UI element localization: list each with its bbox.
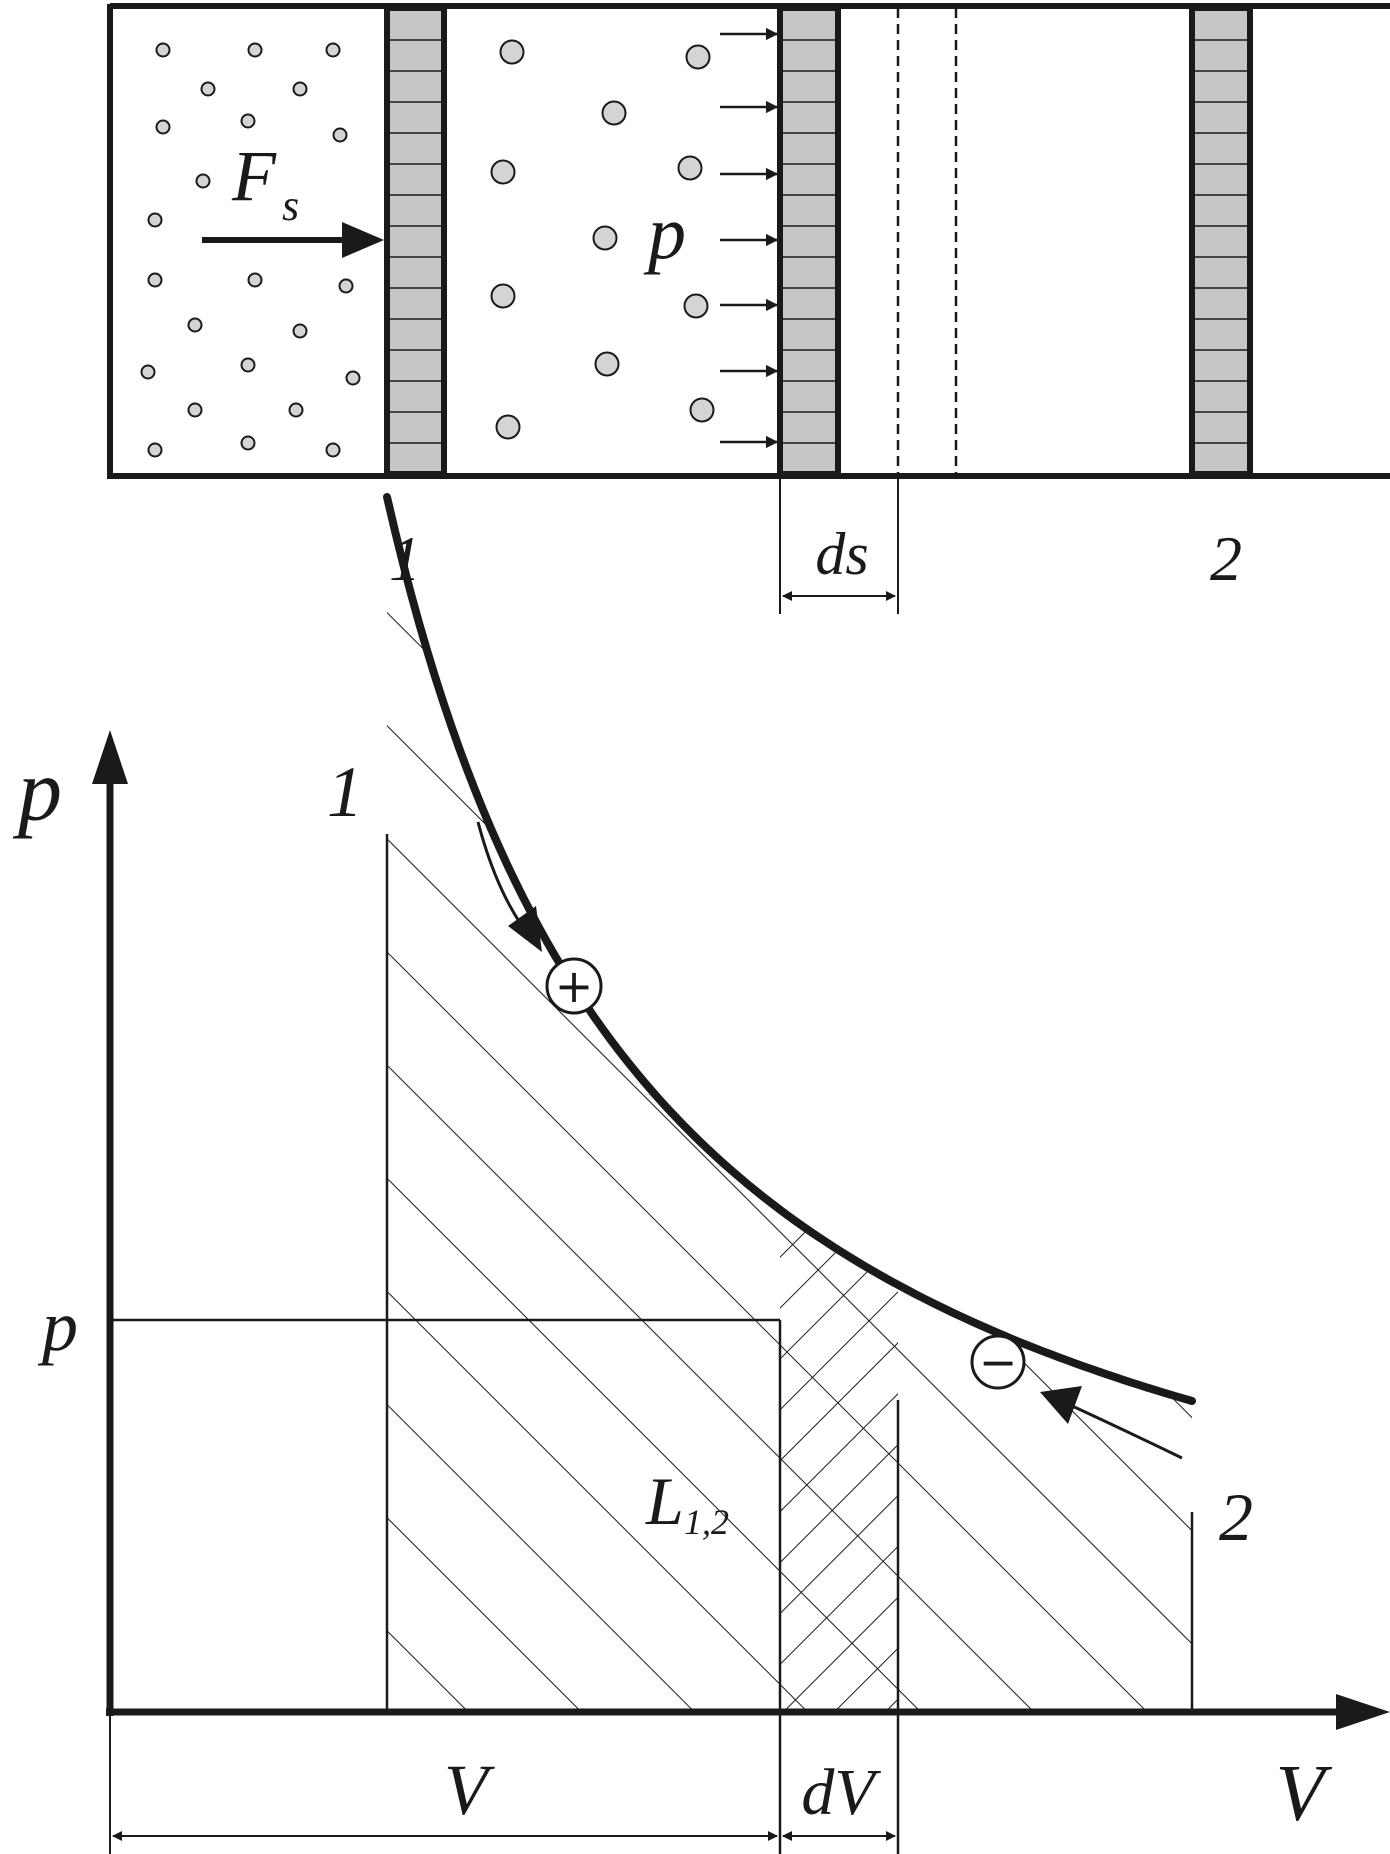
gas-particles (140, 39, 715, 458)
x-axis-arrowhead (1336, 1694, 1390, 1730)
state-2-label: 2 (1219, 1479, 1253, 1555)
state-1-label: 1 (327, 752, 363, 832)
gas-particle (288, 402, 304, 418)
gas-particle (490, 283, 516, 309)
dv-strip-cross-hatch (780, 1209, 898, 1712)
expansion-arrowhead (508, 906, 542, 952)
y-axis-label: p (12, 743, 62, 840)
gas-particle (338, 278, 354, 294)
volume-label: V (444, 1750, 495, 1830)
gas-particle (292, 323, 308, 339)
compression-direction-arrow (1069, 1403, 1183, 1460)
gas-particle (240, 113, 256, 129)
gas-particle (292, 81, 308, 97)
gas-particle (685, 44, 711, 70)
piston-2 (777, 5, 841, 477)
gas-particle (325, 442, 341, 458)
gas-particle (240, 435, 256, 451)
work-area-hatch (387, 497, 1192, 1712)
force-arrowhead (342, 222, 384, 258)
gas-particle (495, 414, 521, 440)
piston-1 (384, 5, 447, 477)
svg-text:+: + (555, 959, 594, 1013)
gas-particle (594, 351, 620, 377)
pressure-arrows (720, 27, 779, 449)
process-curve (383, 493, 1196, 1405)
gas-particle (592, 225, 618, 251)
gas-particle (247, 42, 263, 58)
gas-particle (499, 39, 525, 65)
x-axis-label: V (1276, 1750, 1333, 1838)
gas-particle (155, 42, 171, 58)
dv-label: dV (801, 1756, 881, 1829)
compression-arrowhead (1040, 1386, 1082, 1424)
gas-particle (325, 42, 341, 58)
gas-particle (490, 159, 516, 185)
force-label: F (231, 136, 277, 216)
gas-particle (195, 173, 211, 189)
svg-text:−: − (979, 1335, 1018, 1389)
gas-particle (140, 364, 156, 380)
gas-particle (683, 293, 709, 319)
gas-particle (247, 272, 263, 288)
piston-3 (1189, 5, 1253, 477)
compression-sign-icon: − (970, 1334, 1026, 1390)
pressure-label: p (643, 191, 686, 275)
pressure-level-label: p (37, 1286, 78, 1366)
gas-particle (155, 119, 171, 135)
gas-particle (200, 81, 216, 97)
gas-particle (345, 370, 361, 386)
cylinder-schematic: F s p 1 2 ds (107, 3, 1390, 614)
gas-particle (187, 402, 203, 418)
y-axis-arrowhead (92, 730, 128, 784)
gas-particle (147, 272, 163, 288)
pv-diagram: p V p 1 2 L 1,2 V dV + − (12, 493, 1390, 1854)
gas-particle (187, 317, 203, 333)
gas-particle (240, 357, 256, 373)
gas-particle (332, 127, 348, 143)
gas-particle (601, 100, 627, 126)
work-label: L (645, 1463, 684, 1539)
pistons (384, 5, 1253, 477)
gas-particle (689, 397, 715, 423)
expansion-sign-icon: + (545, 957, 603, 1015)
gas-particle (677, 155, 703, 181)
gas-particle (147, 212, 163, 228)
work-subscript: 1,2 (684, 1502, 729, 1542)
force-subscript: s (282, 181, 299, 230)
gas-particle (147, 442, 163, 458)
ds-label: ds (815, 521, 868, 587)
piston-2-label: 2 (1210, 523, 1242, 594)
